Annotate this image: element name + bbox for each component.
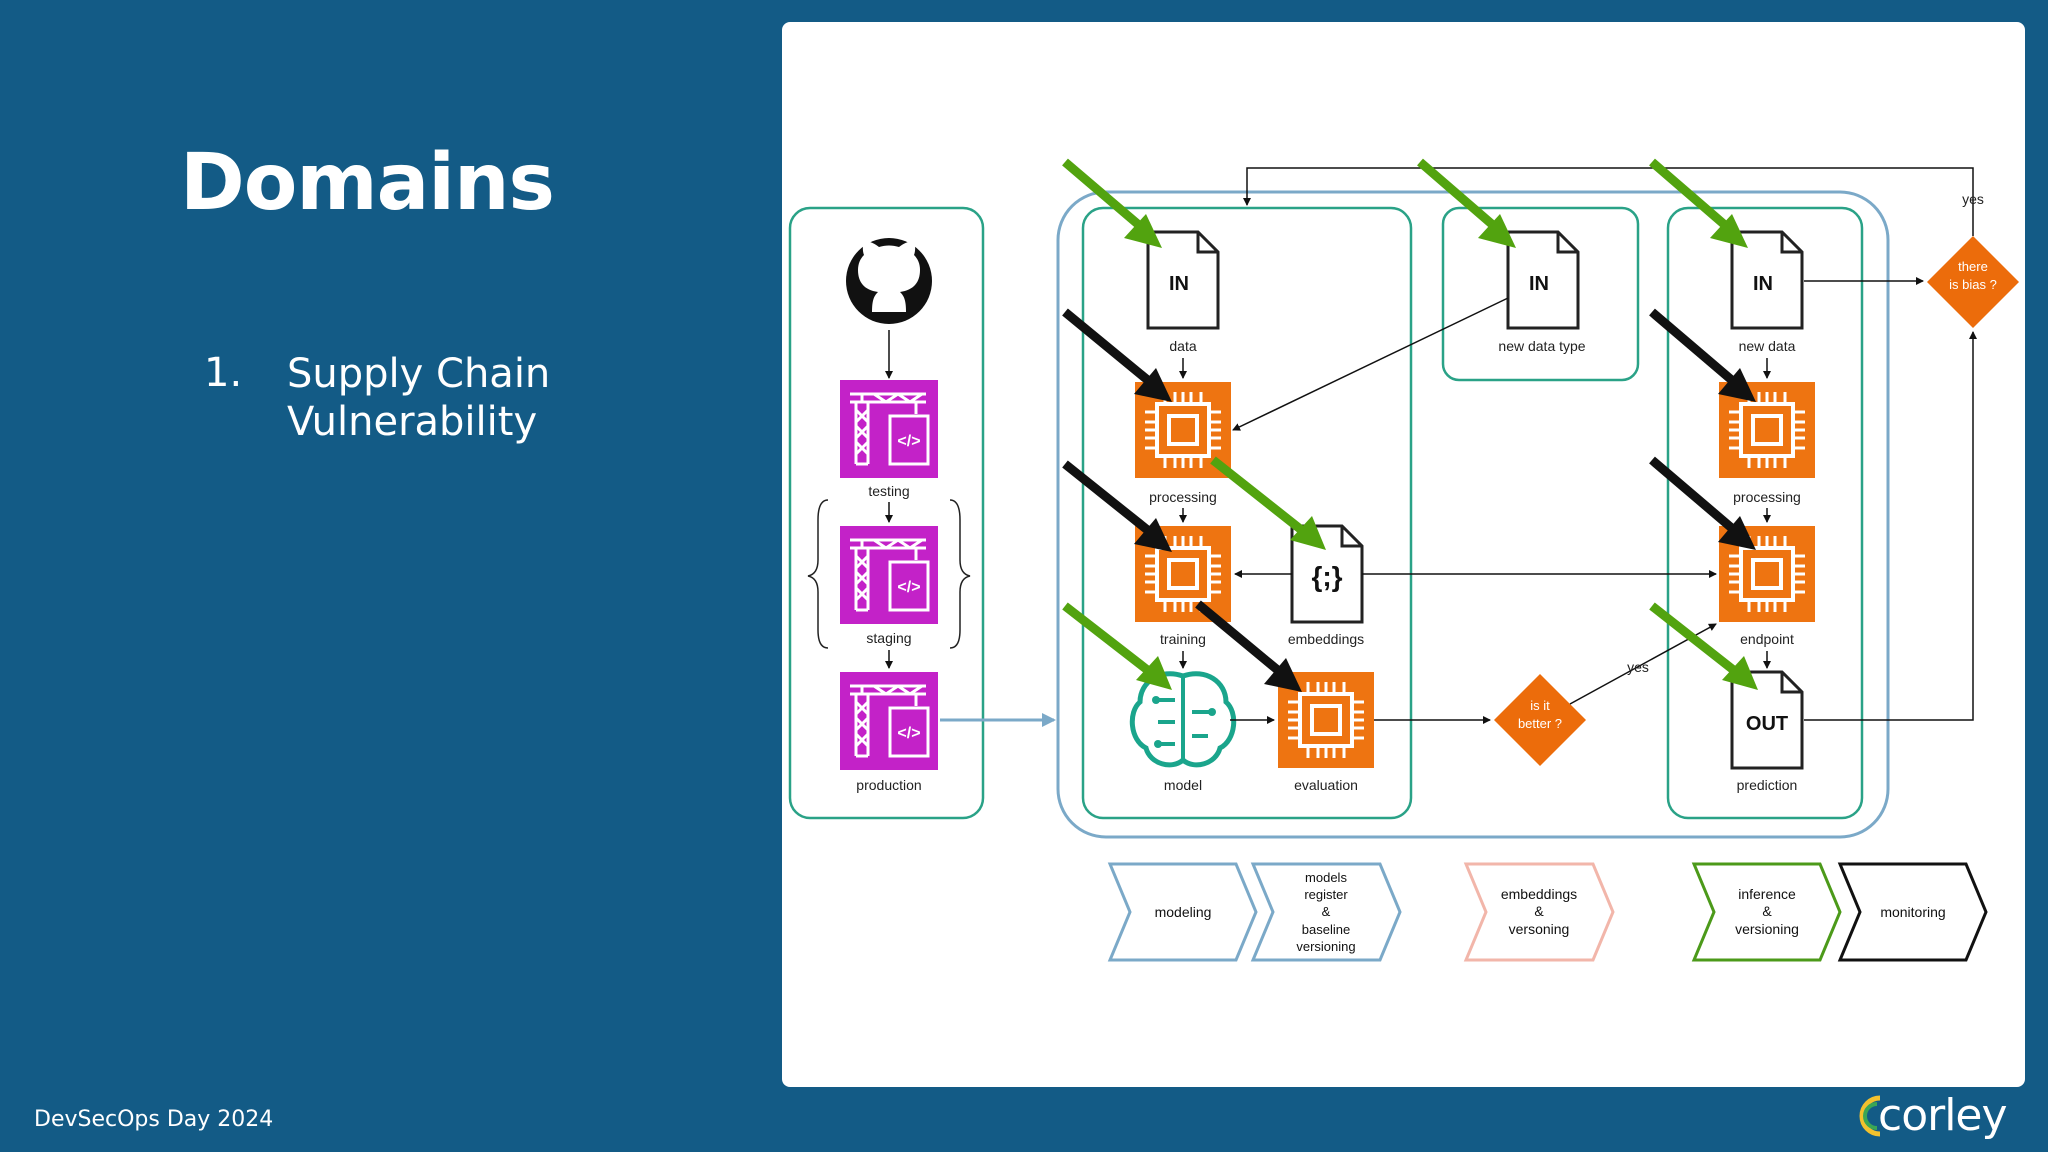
inference-container bbox=[1666, 206, 1864, 820]
monitoring-chevron-label: monitoring bbox=[1880, 904, 1945, 920]
corley-logo-icon bbox=[1859, 1095, 1881, 1137]
modeling-chevron-label: modeling bbox=[1155, 904, 1212, 920]
github-icon bbox=[846, 238, 932, 324]
inference-chevron-line-2: & bbox=[1762, 903, 1772, 919]
right-brace bbox=[949, 499, 971, 649]
prediction-out-badge: OUT bbox=[1746, 713, 1788, 735]
processing-label: processing bbox=[1149, 489, 1217, 505]
model-label: model bbox=[1164, 777, 1202, 793]
staging-crane-icon bbox=[838, 524, 940, 626]
modeling-container bbox=[1081, 206, 1413, 820]
slide-title: Domains bbox=[180, 138, 555, 228]
models-register-line-3: & bbox=[1322, 904, 1331, 919]
is-bias-decision bbox=[1927, 236, 2019, 328]
production-label: production bbox=[856, 777, 921, 793]
is-better-line-2: better ? bbox=[1518, 716, 1562, 731]
new-data-type-in-badge: IN bbox=[1529, 273, 1549, 295]
evaluation-label: evaluation bbox=[1294, 777, 1358, 793]
models-register-line-2: register bbox=[1304, 887, 1348, 902]
list-item-line-1: Supply Chain bbox=[287, 351, 551, 397]
new-data-type-container bbox=[1441, 206, 1640, 382]
embeddings-chevron-line-3: versoning bbox=[1509, 921, 1570, 937]
data-label: data bbox=[1169, 338, 1196, 354]
inference-chevron-line-3: versioning bbox=[1735, 921, 1799, 937]
platform-container bbox=[1056, 190, 1890, 839]
data-in-badge: IN bbox=[1169, 273, 1189, 295]
embeddings-label: embeddings bbox=[1288, 631, 1364, 647]
left-brace bbox=[807, 499, 829, 649]
diagram-panel: </> testing staging production IN data p… bbox=[782, 22, 2025, 1087]
embeddings-chevron-line-1: embeddings bbox=[1501, 886, 1577, 902]
mlops-diagram: </> testing staging production IN data p… bbox=[788, 158, 2019, 962]
embeddings-chevron-line-2: & bbox=[1534, 903, 1544, 919]
inference-chevron bbox=[1691, 862, 1842, 962]
production-crane-icon bbox=[838, 670, 940, 772]
embeddings-chevron bbox=[1463, 862, 1615, 962]
modeling-chevron bbox=[1107, 862, 1258, 962]
pipeline-container bbox=[788, 206, 985, 820]
training-label: training bbox=[1160, 631, 1206, 647]
testing-crane-icon bbox=[838, 378, 940, 480]
models-register-line-5: versioning bbox=[1296, 939, 1355, 954]
models-register-line-4: baseline bbox=[1302, 922, 1350, 937]
yes-label-bias: yes bbox=[1962, 191, 1984, 207]
list-item-text: Supply Chain Vulnerability bbox=[287, 350, 707, 446]
embeddings-glyph: {;} bbox=[1311, 561, 1342, 592]
is-bias-line-2: is bias ? bbox=[1949, 277, 1997, 292]
list-number: 1. bbox=[204, 350, 243, 396]
is-better-line-1: is it bbox=[1530, 698, 1550, 713]
is-better-decision bbox=[1494, 674, 1586, 766]
inference-chevron-line-1: inference bbox=[1738, 886, 1796, 902]
green-highlight-arrows bbox=[1062, 158, 1758, 690]
corley-logo-text: corley bbox=[1878, 1090, 2008, 1141]
new-data-in-badge: IN bbox=[1753, 273, 1773, 295]
list-item-line-2: Vulnerability bbox=[287, 399, 538, 445]
prediction-label: prediction bbox=[1737, 777, 1798, 793]
is-bias-line-1: there bbox=[1958, 259, 1988, 274]
testing-label: testing bbox=[868, 483, 909, 499]
footer-event-name: DevSecOps Day 2024 bbox=[34, 1107, 274, 1132]
model-brain-icon bbox=[1129, 671, 1237, 768]
staging-label: staging bbox=[866, 630, 911, 646]
monitoring-chevron bbox=[1837, 862, 1988, 962]
black-highlight-arrows bbox=[1062, 308, 1756, 692]
new-data-type-label: new data type bbox=[1498, 338, 1585, 354]
new-data-label: new data bbox=[1739, 338, 1796, 354]
models-register-chevron bbox=[1250, 862, 1402, 962]
yes-label-better: yes bbox=[1627, 659, 1649, 675]
processing2-label: processing bbox=[1733, 489, 1801, 505]
models-register-line-1: models bbox=[1305, 870, 1347, 885]
endpoint-label: endpoint bbox=[1740, 631, 1794, 647]
